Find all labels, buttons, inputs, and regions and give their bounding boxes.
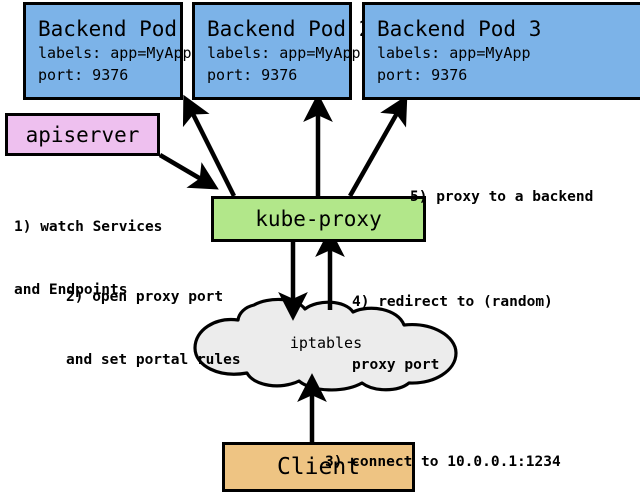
pod-1-title: Backend Pod 1 — [38, 17, 203, 41]
pod-3-labels: labels: app=MyApp — [377, 44, 531, 62]
pod-2-title: Backend Pod 2 — [207, 17, 372, 41]
pod-1-labels: labels: app=MyApp — [38, 44, 192, 62]
arrow-apiserver-to-kubeproxy — [158, 153, 219, 190]
client-node[interactable]: Client — [222, 442, 415, 492]
pod-2-labels: labels: app=MyApp — [207, 44, 361, 62]
step-4-line-1: 4) redirect to (random) — [352, 294, 553, 310]
iptables-label: iptables — [289, 334, 363, 352]
apiserver-label: apiserver — [25, 122, 140, 147]
kube-proxy-node[interactable]: kube-proxy — [211, 196, 426, 242]
pod-3-port: port: 9376 — [377, 66, 468, 84]
backend-pod-2[interactable]: Backend Pod 2 labels: app=MyApp port: 93… — [192, 2, 372, 100]
iptables-cloud — [193, 297, 458, 392]
arrow-kubeproxy-to-pod1 — [182, 94, 237, 198]
step-3-annotation: 3) connect to 10.0.0.1:1234 — [325, 410, 561, 494]
step-3-line-1: 3) connect to 10.0.0.1:1234 — [325, 454, 561, 470]
pod-1-port: port: 9376 — [38, 66, 129, 84]
step-4-annotation: 4) redirect to (random) proxy port — [352, 250, 553, 397]
backend-pod-3[interactable]: Backend Pod 3 labels: app=MyApp port: 93… — [362, 2, 640, 100]
step-1-line-2: and Endpoints — [14, 282, 128, 298]
step-1-line-1: 1) watch Services — [14, 219, 163, 235]
apiserver-node[interactable]: apiserver — [5, 113, 160, 156]
step-2-annotation: 2) open proxy port and set portal rules — [66, 245, 241, 392]
backend-pod-1[interactable]: Backend Pod 1 labels: app=MyApp port: 93… — [23, 2, 203, 100]
step-2-line-2: and set portal rules — [66, 352, 241, 368]
pod-2-port: port: 9376 — [207, 66, 298, 84]
step-5-line-1: 5) proxy to a backend — [410, 189, 594, 205]
pod-3-title: Backend Pod 3 — [377, 17, 542, 41]
arrow-kubeproxy-to-pod3 — [348, 95, 408, 198]
step-5-annotation: 5) proxy to a backend — [410, 145, 593, 229]
client-label: Client — [276, 454, 361, 480]
step-2-line-1: 2) open proxy port — [66, 289, 224, 305]
kube-proxy-label: kube-proxy — [255, 207, 382, 231]
step-1-annotation: 1) watch Services and Endpoints — [14, 175, 162, 322]
step-4-line-2: proxy port — [352, 357, 440, 373]
